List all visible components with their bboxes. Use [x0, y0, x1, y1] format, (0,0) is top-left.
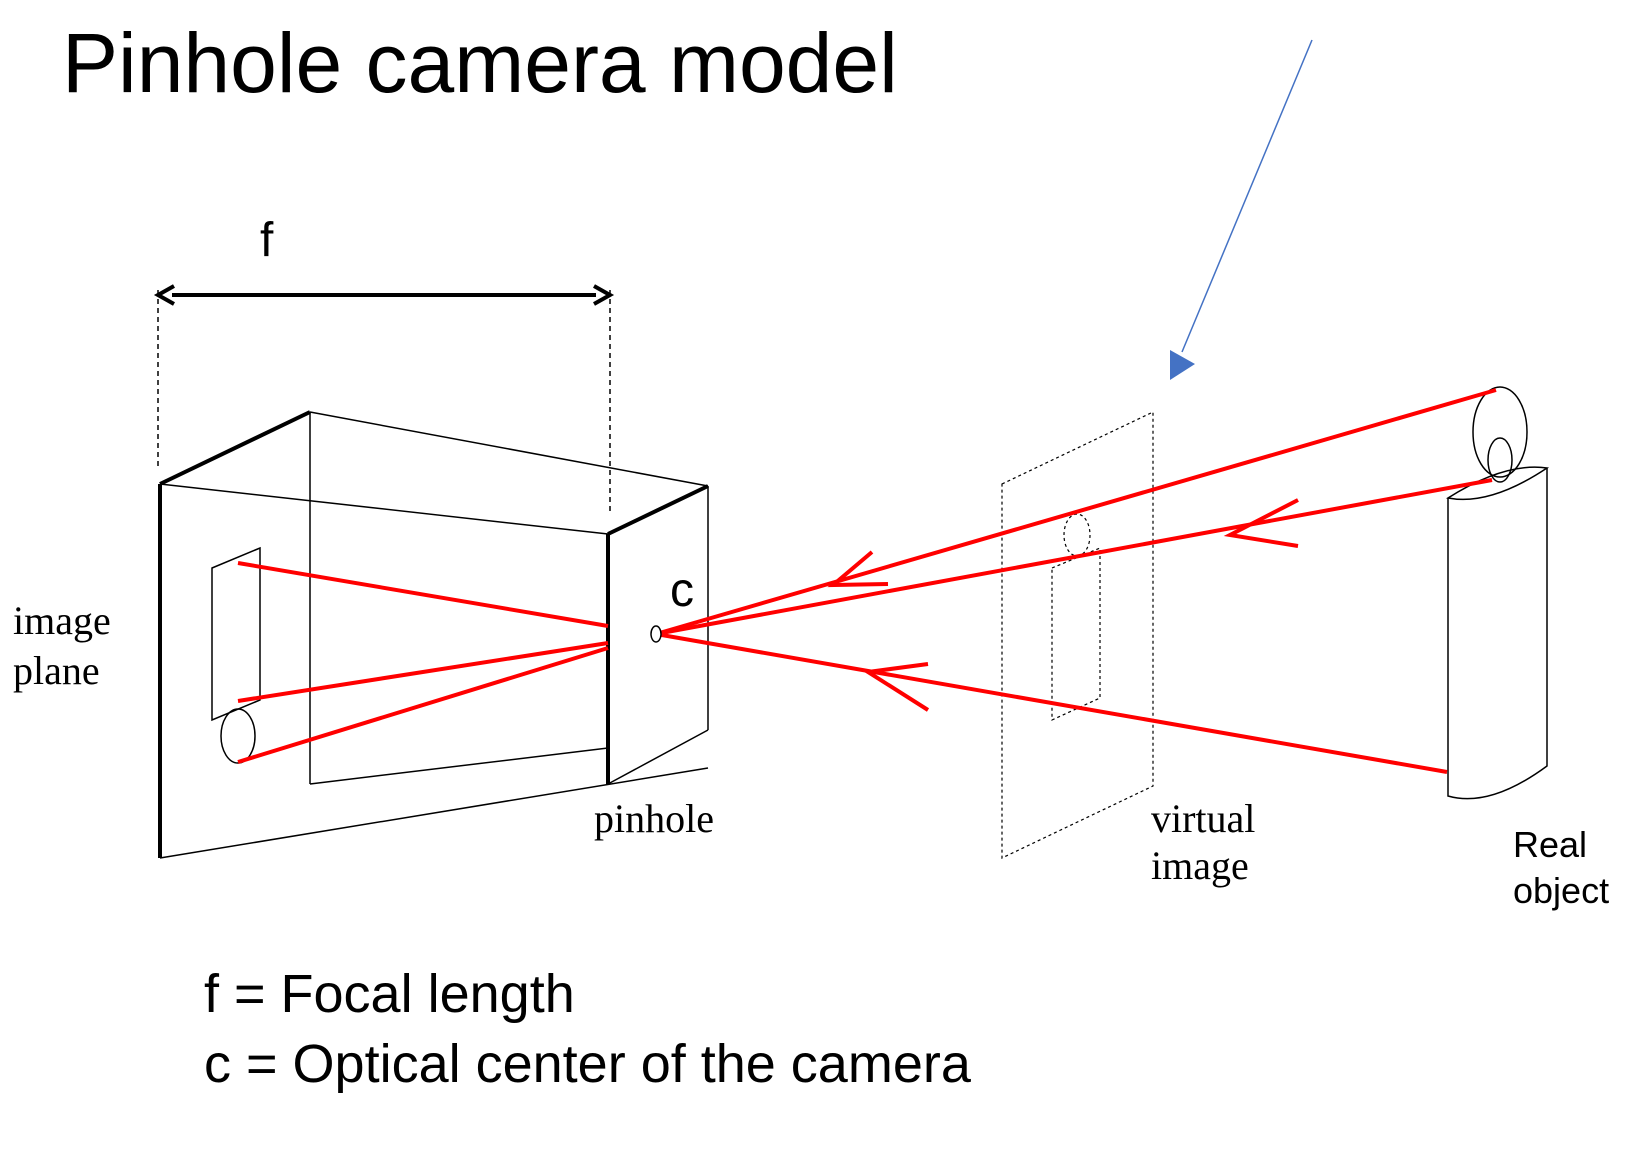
inverted-candle-body — [211, 546, 261, 722]
ray-middle-outside — [655, 478, 1493, 636]
ray-top-outside — [655, 388, 1497, 636]
focal-length-dimension: f — [153, 214, 615, 512]
virtual-plane-outline — [1001, 411, 1154, 859]
box-front-bottom-edge — [607, 729, 709, 785]
real-object — [1445, 386, 1550, 800]
real-object-label-line2: object — [1513, 870, 1609, 911]
box-back-top-edge — [309, 411, 709, 487]
ray-arrowhead-1 — [827, 550, 889, 588]
inverted-image — [211, 546, 261, 764]
legend-optical-center: c = Optical center of the camera — [204, 1034, 972, 1094]
box-bottom-edge — [159, 767, 709, 859]
virtual-image-label-line1: virtual — [1151, 796, 1255, 841]
pinhole-opening — [650, 625, 662, 643]
center-symbol: c — [670, 564, 694, 617]
ray-bottom-outside — [655, 632, 1448, 774]
ray-inside-3 — [237, 646, 609, 764]
ray-arrowhead-2 — [1223, 498, 1299, 548]
camera-box — [158, 410, 709, 859]
focal-arrow-right-head — [593, 284, 615, 306]
pinhole-label: pinhole — [594, 796, 714, 841]
virtual-image-label-line2: image — [1151, 843, 1249, 888]
candle-body — [1447, 468, 1548, 800]
focal-symbol: f — [260, 214, 274, 267]
image-plane-label-line2: plane — [13, 648, 100, 693]
pointer-arrow-head — [1170, 350, 1195, 380]
pointer-arrow-line — [1181, 39, 1313, 353]
virtual-candle-body — [1051, 547, 1101, 721]
box-front-top-edge — [607, 484, 709, 536]
virtual-image-plane — [1001, 411, 1154, 859]
legend-focal-length: f = Focal length — [204, 964, 575, 1024]
focal-arrow-left-head — [153, 284, 175, 306]
candle-flame-outer — [1472, 386, 1528, 478]
real-object-label-line1: Real — [1513, 824, 1587, 865]
ray-inside-2 — [237, 641, 609, 703]
page-title: Pinhole camera model — [62, 16, 898, 110]
ray-arrowhead-3 — [862, 662, 930, 712]
pointer-arrow — [1170, 39, 1313, 380]
candle-flame-inner — [1487, 437, 1513, 483]
image-plane-label-line1: image — [13, 598, 111, 643]
box-back-bottom-edge — [309, 747, 609, 785]
light-rays — [237, 388, 1497, 774]
box-top-front-edge — [159, 483, 609, 535]
inverted-candle-flame — [220, 708, 256, 764]
candle-top — [1445, 466, 1550, 501]
virtual-candle-flame — [1063, 513, 1091, 557]
ray-inside-1 — [237, 561, 609, 628]
box-top-left-edge — [159, 410, 311, 486]
